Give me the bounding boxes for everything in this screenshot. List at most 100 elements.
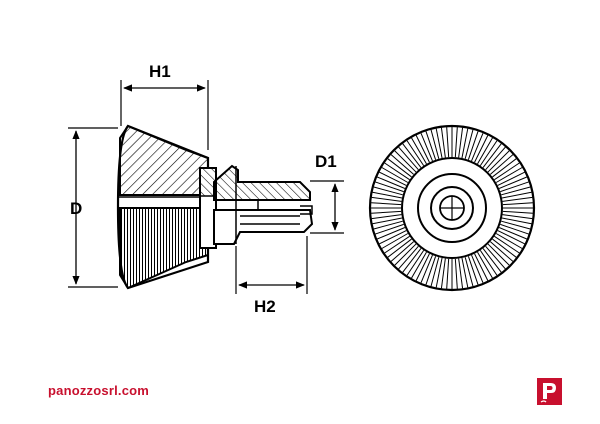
knurl-ray xyxy=(474,253,489,281)
knurl-ray xyxy=(411,137,427,165)
knurl-ray xyxy=(435,128,443,159)
front-view xyxy=(368,124,536,292)
knurl-ray xyxy=(390,154,414,175)
knurl-ray xyxy=(411,251,427,279)
knurl-ray xyxy=(398,246,419,270)
shank-upper xyxy=(213,164,311,201)
knurl-ray xyxy=(371,210,402,214)
knurl-ray xyxy=(458,127,464,158)
knurl-ray xyxy=(501,217,532,225)
knob-section-upper xyxy=(119,124,209,196)
knurl-ray xyxy=(485,246,506,270)
knurl-ray xyxy=(497,230,525,245)
dimension-h2: H2 xyxy=(235,236,308,316)
knurl-ray xyxy=(440,127,446,158)
knurl-ray xyxy=(487,150,510,173)
knurl-ray xyxy=(482,143,502,168)
knurl-ray xyxy=(501,220,531,230)
knurl-ray xyxy=(497,171,525,186)
knurl-ray xyxy=(430,257,440,287)
knurl-ray xyxy=(477,137,493,165)
knurl-ray xyxy=(500,223,529,235)
knurl-ray xyxy=(394,150,417,173)
knurl-ray xyxy=(384,162,410,181)
knurl-ray xyxy=(502,196,533,202)
knurl-ray xyxy=(373,186,403,196)
knurl-ray xyxy=(375,223,404,235)
knurl-ray xyxy=(373,220,403,230)
knurl-ray xyxy=(379,171,407,186)
knurl-ray xyxy=(479,140,498,166)
knurl-ray xyxy=(477,251,493,279)
knurl-ray xyxy=(495,233,523,249)
knurl-rays xyxy=(371,127,533,289)
knurl-ray xyxy=(492,158,517,178)
knurl-ray xyxy=(430,129,440,159)
knurl-ray xyxy=(490,241,514,262)
knurl-ray xyxy=(375,181,404,193)
shank-lower xyxy=(213,209,314,245)
label-h1: H1 xyxy=(149,62,171,81)
knurl-ray xyxy=(490,154,514,175)
knurl-ray xyxy=(390,241,414,262)
dimension-h1: H1 xyxy=(120,62,209,150)
knurl-ray xyxy=(502,210,533,214)
website-link[interactable]: panozzosrl.com xyxy=(48,383,150,398)
knurl-ray xyxy=(454,258,458,289)
knurl-ray xyxy=(471,132,484,162)
knurl-ray xyxy=(502,214,533,220)
knurl-ray xyxy=(498,227,528,240)
knurl-ray xyxy=(402,248,422,273)
knurl-ray xyxy=(479,250,498,276)
side-view xyxy=(116,124,314,290)
knurl-ray xyxy=(440,258,446,289)
knurl-ray xyxy=(384,235,410,254)
knurl-ray xyxy=(425,256,437,285)
knurl-ray xyxy=(379,230,407,245)
knurl-ray xyxy=(415,253,430,281)
knurl-ray xyxy=(461,257,469,288)
panozzo-p-logo-icon xyxy=(537,378,562,405)
knurl-ray xyxy=(454,127,458,158)
knurl-ray xyxy=(467,131,479,160)
label-h2: H2 xyxy=(254,297,276,316)
knurl-ray xyxy=(381,233,409,249)
dimension-d: D xyxy=(68,127,118,288)
knurl-ray xyxy=(498,176,528,189)
knurl-ray xyxy=(494,235,520,254)
knurl-ray xyxy=(372,191,403,199)
knurl-ray xyxy=(420,132,433,162)
knurl-ray xyxy=(398,146,419,170)
knurl-ray xyxy=(376,227,406,240)
dimension-d1: D1 xyxy=(310,152,344,234)
knurl-ray xyxy=(372,217,403,225)
knurl-ray xyxy=(387,238,412,258)
label-d1: D1 xyxy=(315,152,337,171)
knurl-ray xyxy=(464,257,474,287)
knurl-ray xyxy=(371,196,402,202)
knurl-ray xyxy=(387,158,412,178)
knurl-ray xyxy=(492,238,517,258)
knurl-ray xyxy=(502,202,533,206)
knurl-ray xyxy=(415,135,430,163)
label-d: D xyxy=(70,199,82,218)
knob-outline xyxy=(116,124,210,290)
knurl-ray xyxy=(420,254,433,284)
knurl-ray xyxy=(467,256,479,285)
knurl-ray xyxy=(446,127,450,158)
knurl-ray xyxy=(406,250,425,276)
knurl-ray xyxy=(494,162,520,181)
knurl-ray xyxy=(501,186,531,196)
knurl-ray xyxy=(485,146,506,170)
knurl-ray xyxy=(471,254,484,284)
knurl-ray xyxy=(376,176,406,189)
knurl-ray xyxy=(435,257,443,288)
knurl-ray xyxy=(482,248,502,273)
knurl-ray xyxy=(474,135,489,163)
knurl-ray xyxy=(371,202,402,206)
knurl-ray xyxy=(495,167,523,183)
knurl-ray xyxy=(425,131,437,160)
knurl-ray xyxy=(402,143,422,168)
knurl-ray xyxy=(381,167,409,183)
